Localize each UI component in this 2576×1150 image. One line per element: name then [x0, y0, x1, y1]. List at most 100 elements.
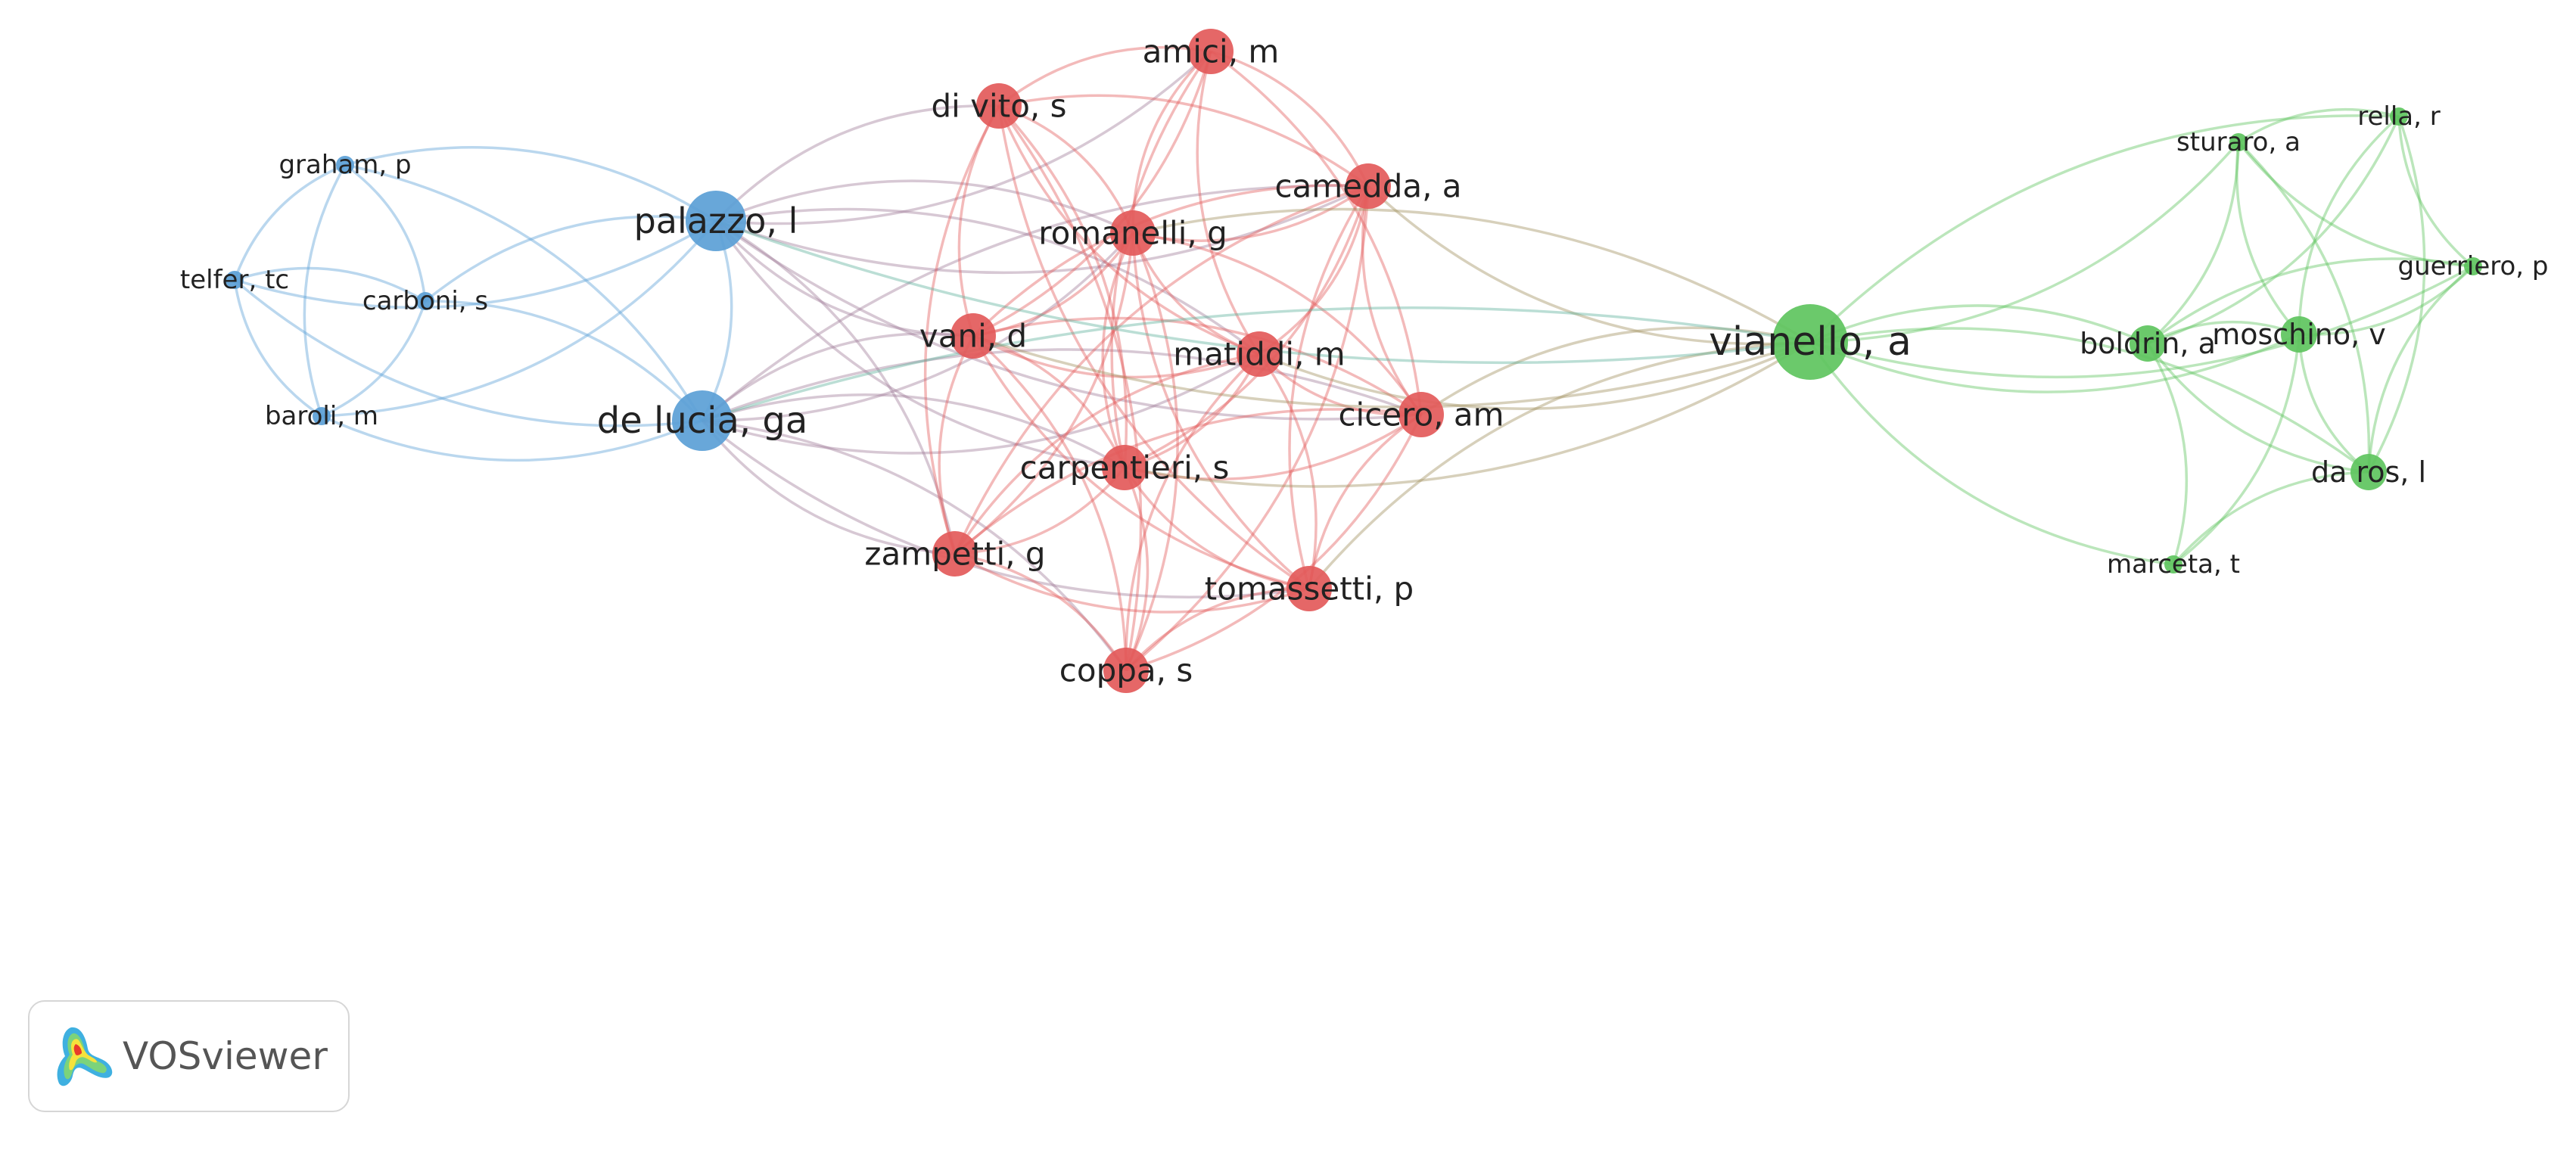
node-baroli[interactable] [313, 407, 331, 425]
node-sturaro[interactable] [2229, 133, 2248, 151]
node-label-baroli: baroli, m [265, 401, 378, 431]
link-camedda-matiddi [1258, 185, 1370, 356]
link-palazzo-carboni [424, 215, 717, 303]
link-divito-carpentieri [997, 104, 1128, 468]
link-delucia-vani [701, 331, 974, 422]
link-graham-carboni [344, 163, 427, 302]
link-palazzo-matiddi [715, 207, 1261, 356]
link-vianello-matiddi [1258, 340, 1811, 410]
node-telfer[interactable] [226, 271, 244, 289]
node-label-rella: rella, r [2357, 101, 2440, 132]
node-camedda[interactable] [1346, 163, 1391, 209]
link-moschino-marceta [2172, 334, 2301, 566]
link-tomassetti-coppa [1125, 587, 1310, 672]
node-label-carboni: carboni, s [362, 286, 488, 316]
node-coppa[interactable] [1103, 648, 1149, 693]
link-palazzo-carpentieri [714, 219, 1125, 469]
link-camedda-tomassetti [1288, 185, 1370, 589]
link-carpentieri-tomassetti [1123, 467, 1310, 590]
node-tomassetti[interactable] [1286, 566, 1332, 611]
node-zampetti[interactable] [932, 531, 978, 577]
node-boldrin[interactable] [2130, 325, 2166, 362]
node-marceta[interactable] [2164, 555, 2182, 573]
node-cicero[interactable] [1398, 392, 1444, 437]
node-delucia[interactable] [672, 390, 733, 451]
link-matiddi-carpentieri [1124, 353, 1261, 469]
node-label-palazzo: palazzo, l [634, 200, 798, 241]
node-label-vani: vani, d [919, 318, 1027, 355]
link-carpentieri-coppa [1123, 467, 1150, 671]
node-romanelli[interactable] [1110, 210, 1156, 256]
node-guerriero[interactable] [2464, 257, 2482, 275]
link-delucia-tomassetti [701, 419, 1310, 598]
link-romanelli-cicero [1132, 232, 1423, 415]
link-cicero-carpentieri [1124, 413, 1422, 480]
node-graham[interactable] [336, 156, 354, 174]
link-divito-zampetti [923, 105, 1000, 555]
node-label-boldrin: boldrin, a [2080, 327, 2216, 360]
link-delucia-cicero [702, 348, 1422, 422]
link-delucia-carboni [425, 300, 704, 422]
link-sturaro-guerriero [2237, 141, 2474, 268]
node-palazzo[interactable] [686, 191, 746, 251]
node-label-carpentieri: carpentieri, s [1020, 449, 1230, 486]
link-sturaro-moschino [2235, 141, 2301, 336]
link-sturaro-daros [2237, 141, 2371, 473]
node-matiddi[interactable] [1237, 331, 1282, 377]
link-matiddi-zampetti [954, 353, 1260, 555]
link-amici-camedda [1210, 50, 1370, 187]
node-amici[interactable] [1188, 29, 1234, 74]
link-amici-romanelli [1131, 50, 1212, 234]
link-sturaro-rella [2238, 107, 2400, 144]
node-label-romanelli: romanelli, g [1038, 215, 1227, 252]
link-vianello-delucia [702, 306, 1811, 422]
link-vianello-camedda [1367, 185, 1811, 346]
node-label-marceta: marceta, t [2107, 549, 2240, 580]
node-daros[interactable] [2350, 454, 2387, 490]
node-label-cicero: cicero, am [1338, 396, 1504, 434]
link-palazzo-zampetti [715, 219, 957, 555]
link-vianello-carpentieri [1124, 340, 1811, 488]
node-carpentieri[interactable] [1102, 445, 1147, 490]
link-zampetti-tomassetti [954, 552, 1310, 614]
link-palazzo-romanelli [715, 179, 1134, 235]
link-camedda-zampetti [954, 185, 1369, 555]
link-palazzo-graham [344, 146, 717, 222]
node-moschino[interactable] [2281, 316, 2317, 353]
link-palazzo-telfer [234, 219, 717, 309]
link-carpentieri-zampetti [954, 466, 1126, 555]
link-vianello-vani [972, 334, 1811, 409]
node-vianello[interactable] [1772, 304, 1848, 380]
link-amici-cicero [1209, 50, 1423, 415]
vosviewer-heatmap-logo-icon [57, 1027, 113, 1086]
link-delucia-romanelli [702, 232, 1134, 422]
node-divito[interactable] [976, 83, 1022, 129]
link-moschino-daros [2298, 334, 2370, 474]
link-palazzo-amici [715, 50, 1212, 225]
node-vani[interactable] [950, 313, 996, 359]
node-label-daros: da ros, l [2311, 455, 2426, 489]
link-divito-matiddi [997, 105, 1260, 356]
link-vani-tomassetti [972, 335, 1310, 590]
link-vani-carpentieri [972, 334, 1126, 468]
link-camedda-romanelli [1132, 185, 1370, 242]
link-boldrin-marceta [2146, 343, 2189, 565]
link-guerriero-daros [2367, 265, 2475, 473]
link-amici-matiddi [1196, 51, 1261, 355]
link-vianello-boldrin [1809, 304, 2148, 345]
link-romanelli-tomassetti [1131, 232, 1311, 590]
node-label-divito: di vito, s [932, 88, 1067, 125]
link-vani-matiddi [972, 334, 1260, 379]
link-rella-daros [2367, 116, 2426, 473]
link-cicero-zampetti [954, 408, 1422, 555]
network-links [233, 45, 2475, 672]
link-vani-cicero [972, 316, 1422, 416]
link-guerriero-boldrin [2146, 257, 2474, 345]
link-rella-moschino [2298, 115, 2400, 335]
link-delucia-graham [344, 163, 704, 421]
link-daros-marceta [2172, 471, 2369, 566]
node-rella[interactable] [2390, 107, 2408, 126]
link-vianello-moschino [1809, 333, 2300, 393]
node-carboni[interactable] [416, 292, 434, 310]
link-boldrin-moschino [2147, 320, 2300, 345]
